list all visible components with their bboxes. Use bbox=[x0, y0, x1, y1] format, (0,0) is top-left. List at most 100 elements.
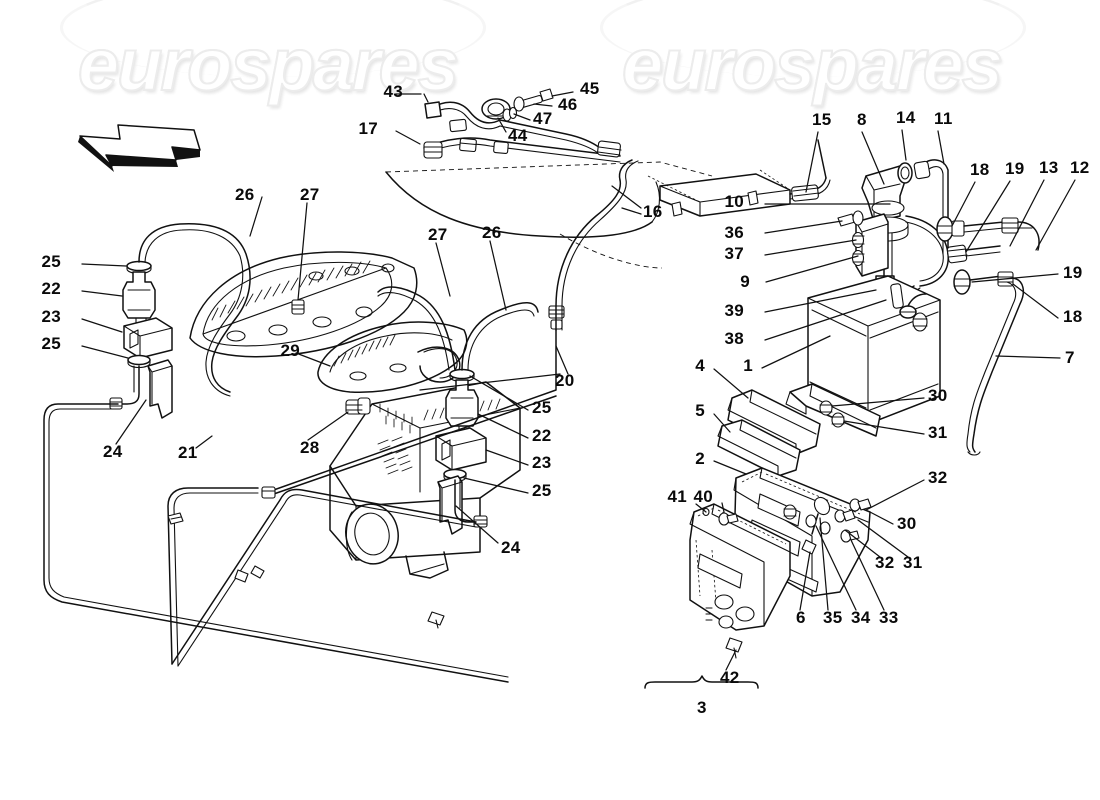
bolt-42 bbox=[725, 637, 743, 659]
callout-6: 6 bbox=[796, 608, 806, 627]
nut-34 bbox=[805, 514, 817, 528]
pipe-21-and-24 bbox=[43, 403, 509, 683]
union-11 bbox=[913, 160, 931, 180]
callout-10: 10 bbox=[724, 192, 744, 211]
callout-43: 43 bbox=[383, 82, 403, 101]
callout-8: 8 bbox=[857, 110, 867, 129]
bolt-32-upper bbox=[819, 521, 831, 535]
union-mid-3 bbox=[449, 118, 467, 133]
line-clip-4 bbox=[250, 565, 265, 579]
union-mid-1 bbox=[459, 137, 477, 153]
callout-19: 19 bbox=[1063, 263, 1083, 282]
callout-36: 36 bbox=[724, 223, 744, 242]
union-19-upper bbox=[1001, 217, 1019, 234]
callout-21: 21 bbox=[178, 443, 198, 462]
callout-18: 18 bbox=[970, 160, 990, 179]
canister-nipple-b bbox=[899, 305, 917, 319]
top-vent-pipe-assembly bbox=[423, 88, 622, 163]
callout-45: 45 bbox=[580, 79, 600, 98]
union-18-upper bbox=[936, 216, 965, 242]
callout-31: 31 bbox=[928, 423, 948, 442]
union-20-lower bbox=[261, 486, 276, 499]
callout-29: 29 bbox=[280, 341, 300, 360]
callout-15: 15 bbox=[812, 110, 832, 129]
callout-22: 22 bbox=[532, 426, 552, 445]
bolt-36 bbox=[837, 210, 864, 227]
callout-35: 35 bbox=[823, 608, 843, 627]
callout-42: 42 bbox=[720, 668, 740, 687]
callout-22: 22 bbox=[41, 279, 61, 298]
callout-33: 33 bbox=[879, 608, 899, 627]
callout-47: 47 bbox=[533, 109, 553, 128]
collar-14 bbox=[897, 162, 913, 184]
line-clip-2 bbox=[234, 569, 249, 583]
callout-37: 37 bbox=[724, 244, 744, 263]
charcoal-canister-1 bbox=[785, 275, 941, 437]
callout-40: 40 bbox=[693, 487, 713, 506]
callout-31: 31 bbox=[903, 553, 923, 572]
callout-25: 25 bbox=[532, 398, 552, 417]
callout-4: 4 bbox=[695, 356, 705, 375]
callout-18: 18 bbox=[1063, 307, 1083, 326]
callout-23: 23 bbox=[41, 307, 61, 326]
callout-3: 3 bbox=[697, 698, 707, 717]
callout-19: 19 bbox=[1005, 159, 1025, 178]
lower-bracket-plate-3 bbox=[689, 503, 791, 659]
stud-assy bbox=[783, 504, 797, 520]
canister-strap-5 bbox=[717, 419, 801, 477]
callout-26: 26 bbox=[235, 185, 255, 204]
union-17 bbox=[423, 141, 443, 159]
bolt-31-upper bbox=[834, 509, 856, 523]
callout-44: 44 bbox=[508, 126, 528, 145]
callout-7: 7 bbox=[1065, 348, 1075, 367]
hose-nipple-left bbox=[109, 397, 123, 410]
callout-41: 41 bbox=[667, 487, 687, 506]
callout-30: 30 bbox=[897, 514, 917, 533]
purge-valve-8 bbox=[837, 159, 949, 303]
nut-9 bbox=[851, 249, 865, 267]
callout-25: 25 bbox=[41, 252, 61, 271]
engine-bay-panel bbox=[385, 139, 831, 269]
part-28-connector bbox=[345, 397, 371, 415]
callout-20: 20 bbox=[555, 371, 575, 390]
forward-direction-arrow bbox=[78, 124, 201, 172]
callout-2: 2 bbox=[695, 449, 705, 468]
callout-27: 27 bbox=[428, 225, 448, 244]
callout-11: 11 bbox=[934, 109, 953, 128]
bolt-30-upper bbox=[849, 498, 872, 512]
bolt-30-canister bbox=[819, 400, 833, 416]
canister-clamp bbox=[912, 312, 928, 332]
callout-24: 24 bbox=[103, 442, 123, 461]
callout-12: 12 bbox=[1070, 158, 1090, 177]
canister-nipple-a bbox=[890, 283, 904, 309]
union-15 bbox=[791, 184, 820, 202]
callout-32: 32 bbox=[928, 468, 948, 487]
callout-23: 23 bbox=[532, 453, 552, 472]
callout-38: 38 bbox=[724, 329, 744, 348]
callout-25: 25 bbox=[41, 334, 61, 353]
callout-39: 39 bbox=[724, 301, 744, 320]
callout-14: 14 bbox=[896, 108, 916, 127]
callout-32: 32 bbox=[875, 553, 895, 572]
hose-27-route bbox=[377, 286, 456, 371]
throttle-inlet bbox=[345, 503, 399, 565]
leader-lines bbox=[81, 91, 1076, 671]
callout-13: 13 bbox=[1039, 158, 1059, 177]
hose-26-left bbox=[138, 223, 251, 397]
callout-25: 25 bbox=[532, 481, 552, 500]
callout-26: 26 bbox=[482, 223, 502, 242]
bolt-31-canister bbox=[831, 412, 845, 428]
callout-24: 24 bbox=[501, 538, 521, 557]
clamp-25-lower-left bbox=[127, 354, 151, 369]
callout-5: 5 bbox=[695, 401, 705, 420]
union-top-right bbox=[597, 140, 622, 158]
bolt-45-46 bbox=[513, 88, 554, 112]
union-19-lower bbox=[953, 269, 971, 295]
callout-16: 16 bbox=[643, 202, 663, 221]
group-bracket-3 bbox=[644, 675, 759, 689]
bolt-40 bbox=[718, 512, 739, 526]
callout-28: 28 bbox=[300, 438, 320, 457]
callout-30: 30 bbox=[928, 386, 948, 405]
